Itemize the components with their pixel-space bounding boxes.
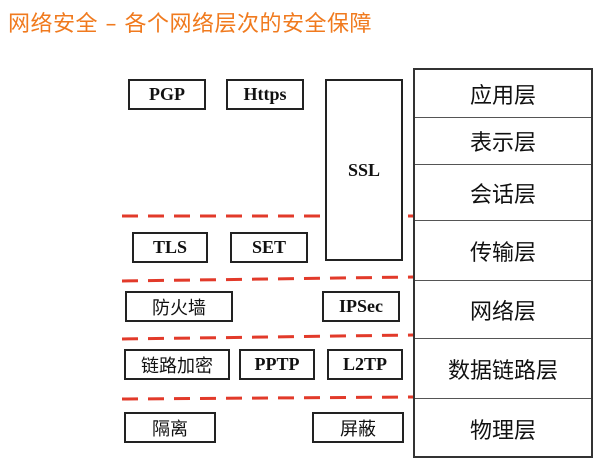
- layer-transport: 传输层: [415, 220, 591, 280]
- divider-network-datalink: [121, 333, 414, 341]
- layer-session: 会话层: [415, 164, 591, 220]
- protocol-tls: TLS: [132, 232, 208, 263]
- layer-network: 网络层: [415, 280, 591, 338]
- osi-layer-stack: 应用层 表示层 会话层 传输层 网络层 数据链路层 物理层: [413, 68, 593, 458]
- protocol-pgp: PGP: [128, 79, 206, 110]
- protocol-link-encryption: 链路加密: [124, 349, 230, 380]
- layer-datalink: 数据链路层: [415, 338, 591, 398]
- protocol-isolation: 隔离: [124, 412, 216, 443]
- protocol-https: Https: [226, 79, 304, 110]
- protocol-set: SET: [230, 232, 308, 263]
- protocol-l2tp: L2TP: [327, 349, 403, 380]
- protocol-firewall: 防火墙: [125, 291, 233, 322]
- protocol-shielding: 屏蔽: [312, 412, 404, 443]
- protocol-ipsec: IPSec: [322, 291, 400, 322]
- protocol-pptp: PPTP: [239, 349, 315, 380]
- page-title: 网络安全 – 各个网络层次的安全保障: [8, 12, 372, 37]
- protocol-ssl: SSL: [325, 79, 403, 261]
- divider-transport-network: [121, 275, 414, 283]
- layer-physical: 物理层: [415, 398, 591, 458]
- divider-datalink-physical: [121, 395, 414, 401]
- layer-presentation: 表示层: [415, 117, 591, 164]
- layer-application: 应用层: [469, 83, 536, 109]
